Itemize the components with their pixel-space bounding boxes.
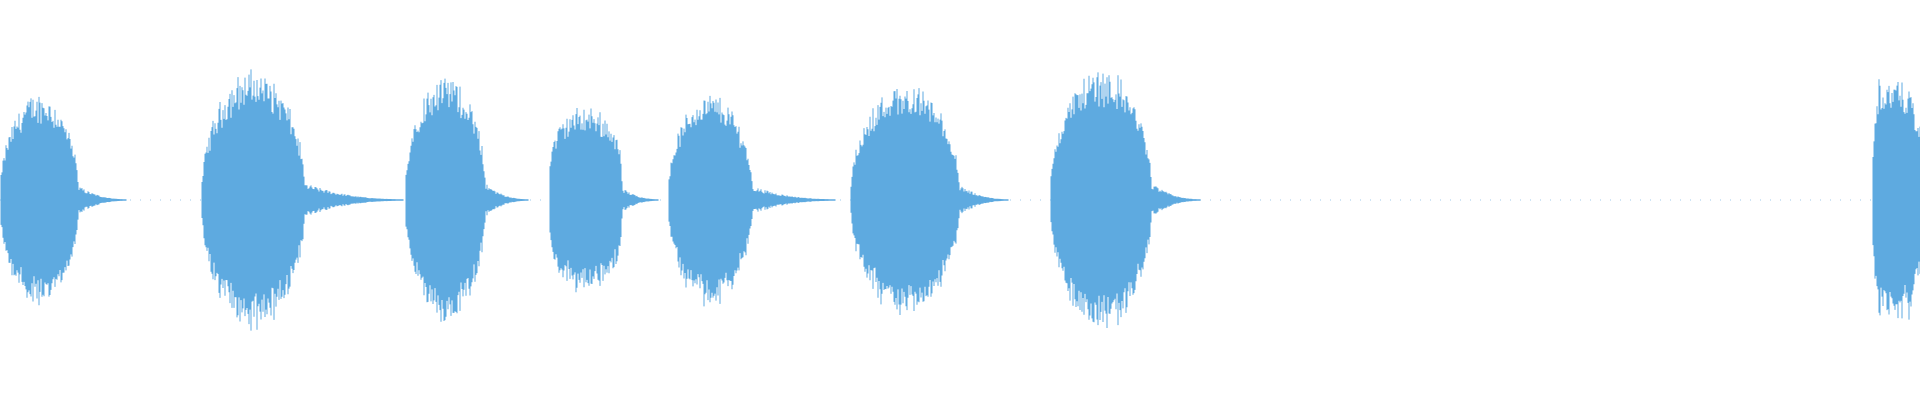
waveform-burst-path [668, 95, 836, 307]
waveform-burst-path [0, 96, 127, 306]
waveform-burst [0, 96, 127, 306]
waveform-burst-path [1872, 79, 1920, 320]
waveform-burst-path [405, 78, 529, 322]
waveform-burst [201, 69, 404, 331]
waveform-burst [1872, 79, 1920, 320]
waveform-burst-path [1050, 72, 1201, 328]
waveform-bursts [0, 69, 1920, 331]
waveform-burst-path [549, 108, 659, 293]
waveform-burst [405, 78, 529, 322]
waveform-burst [850, 88, 1009, 315]
waveform-burst [549, 108, 659, 293]
waveform-burst-path [850, 88, 1009, 315]
waveform-burst [668, 95, 836, 307]
waveform-burst [1050, 72, 1201, 328]
waveform-burst-path [201, 69, 404, 331]
